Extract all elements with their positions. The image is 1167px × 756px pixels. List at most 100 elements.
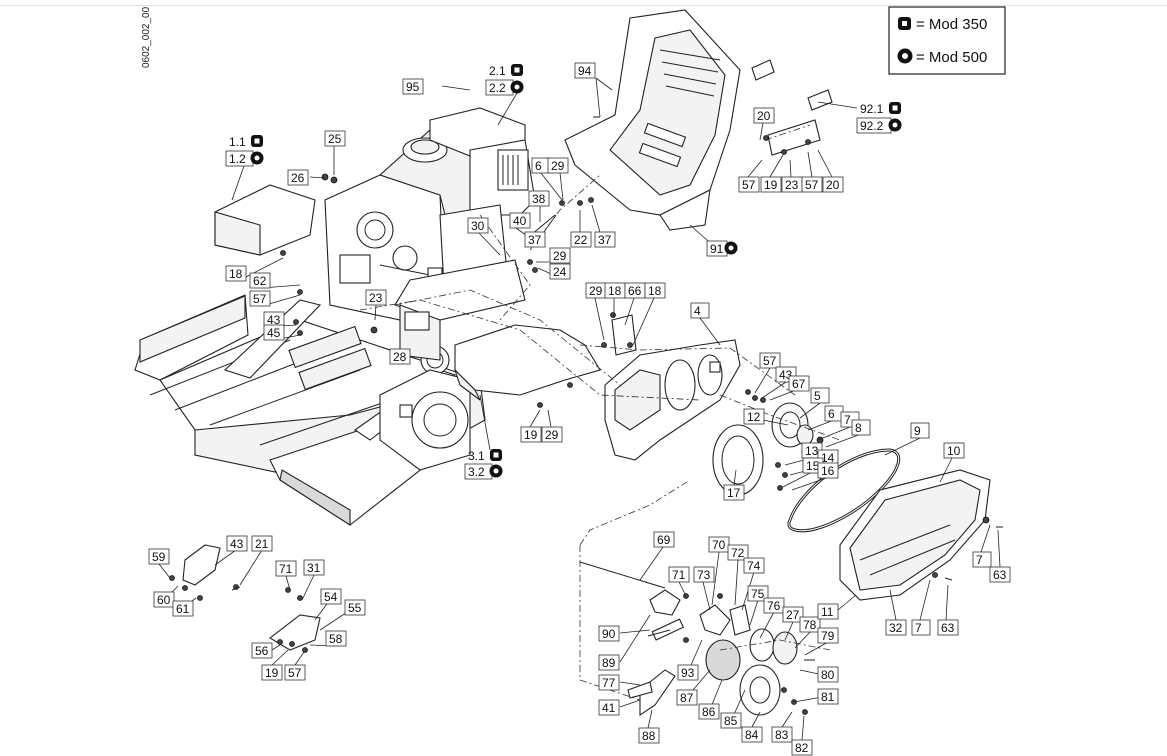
leader-line: [632, 297, 655, 346]
part-label: 2.2: [485, 79, 524, 96]
leader-line: [702, 581, 711, 611]
part-number: 21: [255, 537, 269, 551]
part-number: 57: [742, 178, 756, 192]
mod350-square-icon: [490, 449, 502, 461]
part-label: 70: [708, 536, 730, 553]
leader-line: [751, 711, 761, 728]
part-number: 91: [710, 242, 724, 256]
part-label-box: [788, 375, 810, 392]
part-label-box: [275, 560, 297, 577]
part-label: 27: [782, 606, 804, 623]
part-number: 60: [157, 593, 171, 607]
part-label: 93: [677, 664, 699, 681]
legend-text-mod350: = Mod 350: [916, 16, 987, 33]
part-label: 2.1: [489, 64, 523, 78]
part-label-box: [325, 630, 347, 647]
part-label: 75: [747, 585, 769, 602]
leader-line: [889, 589, 897, 621]
part-label: 19: [760, 176, 782, 193]
part-number: 29: [551, 159, 565, 173]
part-label-box: [801, 176, 823, 193]
mod500-gear-icon: [724, 241, 738, 255]
part-label-box: [287, 169, 309, 186]
part-number: 20: [757, 109, 771, 123]
handle-bar: [737, 15, 855, 156]
part-number: 7: [844, 413, 851, 427]
part-number: 29: [589, 284, 603, 298]
part-number: 66: [628, 284, 642, 298]
part-number: 57: [763, 354, 777, 368]
part-label: 3.2: [464, 463, 503, 480]
belt-guard-plate-3: [454, 324, 601, 401]
part-label-box: [747, 585, 769, 602]
leader-line: [781, 711, 793, 728]
part-label-box: [598, 625, 620, 642]
part-label-box: [851, 419, 871, 436]
part-label-box: [782, 606, 804, 623]
part-label: 58: [325, 630, 347, 647]
part-label-box: [549, 247, 571, 264]
leader-line: [441, 85, 471, 91]
part-number: 22: [574, 233, 588, 247]
part-label-box: [389, 348, 411, 365]
part-label-box: [402, 78, 424, 95]
part-number: 12: [747, 410, 761, 424]
bracket-66: [611, 314, 637, 356]
leader-line: [791, 477, 827, 491]
square-symbol: [898, 17, 911, 30]
part-label: 76: [763, 597, 785, 614]
part-label-box: [594, 231, 616, 248]
leader-line: [619, 681, 641, 686]
part-label-box: [943, 442, 965, 459]
part-number: 1.1: [229, 135, 246, 149]
part-label-box: [791, 739, 813, 756]
leader-line: [595, 77, 613, 91]
part-label-box: [467, 217, 489, 234]
part-label: 32: [885, 619, 907, 636]
part-label: 95: [402, 78, 424, 95]
leader-line: [271, 649, 289, 666]
leader-line: [734, 559, 739, 606]
part-number: 40: [513, 214, 527, 228]
mod500-gear-icon: [510, 80, 524, 94]
part-label: 59: [148, 548, 170, 565]
part-label: 60: [153, 591, 175, 608]
leader-line: [374, 304, 377, 321]
mod500-gear-icon: [489, 464, 503, 478]
part-label: 28: [389, 348, 411, 365]
part-label: 66: [624, 282, 646, 299]
part-label-box: [668, 566, 690, 583]
part-label: 61: [172, 600, 194, 617]
pulley-plate-4: [604, 339, 741, 461]
part-label: 20: [822, 176, 844, 193]
leader-line: [301, 574, 315, 601]
leader-line: [594, 297, 605, 341]
leader-line: [759, 611, 775, 639]
part-label-box: [541, 426, 563, 443]
leader-line: [678, 581, 687, 597]
part-number: 55: [348, 601, 362, 615]
part-number: 43: [267, 313, 281, 327]
part-label-box: [225, 265, 247, 282]
part-label-box: [148, 548, 170, 565]
leader-line: [939, 457, 953, 483]
part-number: 85: [724, 714, 738, 728]
part-number: 15: [806, 459, 820, 473]
leader-line: [619, 699, 641, 708]
part-label: 92.2: [856, 117, 902, 134]
part-number: 23: [369, 291, 383, 305]
part-label: 6: [531, 157, 551, 174]
part-label-box: [676, 689, 698, 706]
part-label-box: [644, 282, 666, 299]
part-number: 88: [642, 729, 656, 743]
part-number: 26: [291, 171, 305, 185]
part-label-box: [817, 666, 839, 683]
pulley-assembly: [712, 402, 824, 496]
part-number: 63: [993, 568, 1007, 582]
part-number: 92.1: [860, 102, 884, 116]
part-number: 10: [947, 444, 961, 458]
part-label-box: [547, 157, 569, 174]
part-number: 7: [976, 553, 983, 567]
part-label-box: [226, 535, 248, 552]
